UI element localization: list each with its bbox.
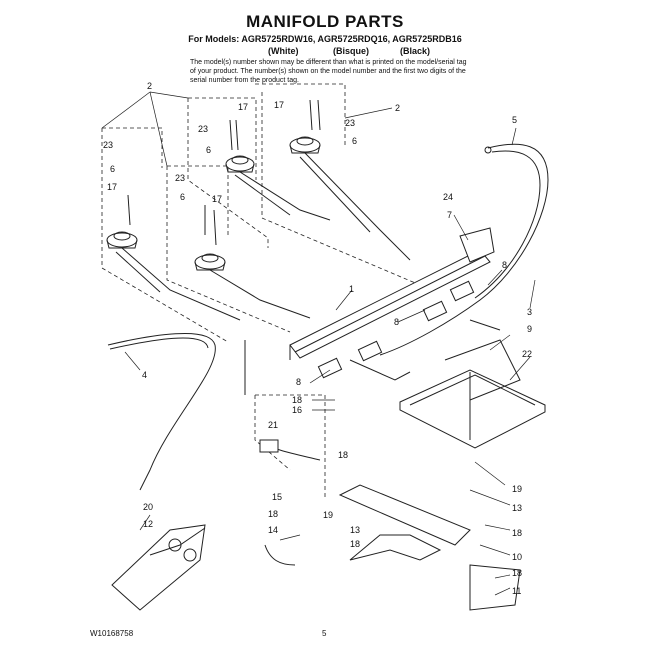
- callout: 18: [338, 450, 348, 460]
- box-front-center: [167, 165, 229, 236]
- callout: 5: [512, 115, 517, 125]
- callout: 1: [349, 284, 354, 294]
- callout: 23: [198, 124, 208, 134]
- callout: 18: [512, 528, 522, 538]
- callout: 19: [323, 510, 333, 520]
- callout: 6: [180, 192, 185, 202]
- callout: 17: [274, 100, 284, 110]
- model-variants: (White) (Bisque) (Black): [0, 46, 650, 58]
- burner-back-left: [225, 155, 331, 221]
- callout: 21: [268, 420, 278, 430]
- callout: 23: [345, 118, 355, 128]
- callout: 15: [272, 492, 282, 502]
- variant-black: (Black): [400, 46, 431, 56]
- burner-group-boxes: [101, 83, 421, 500]
- variant-white: (White): [268, 46, 299, 56]
- gas-line: [107, 332, 216, 491]
- callout: 2: [147, 81, 152, 91]
- callout: 9: [527, 324, 532, 334]
- callout: 13: [350, 525, 360, 535]
- callout: 23: [103, 140, 113, 150]
- page-title: MANIFOLD PARTS: [246, 12, 404, 31]
- burner-back-right: [289, 136, 411, 261]
- callout: 17: [107, 182, 117, 192]
- wire-harness: [379, 143, 549, 356]
- callout: 18: [350, 539, 360, 549]
- callout: 4: [142, 370, 147, 380]
- callout: 8: [394, 317, 399, 327]
- callout: 18: [268, 509, 278, 519]
- callout: 19: [512, 484, 522, 494]
- grate-support: [399, 339, 546, 449]
- callout: 22: [522, 349, 532, 359]
- callout-labels: 2 2 23 17 6 23 6 17 6 23 17 23 17 6 5 24…: [103, 81, 532, 596]
- callout: 3: [527, 307, 532, 317]
- box-back-right: [255, 83, 346, 148]
- callout: 2: [395, 103, 400, 113]
- callout: 8: [502, 260, 507, 270]
- callout: 17: [238, 102, 248, 112]
- leader-lines: [101, 91, 536, 596]
- page-number: 5: [322, 629, 327, 638]
- callout: 6: [110, 164, 115, 174]
- burner-front-left: [106, 231, 241, 321]
- models-line: For Models: AGR5725RDW16, AGR5725RDQ16, …: [188, 34, 462, 44]
- doc-number: W10168758: [90, 629, 134, 638]
- valves: [317, 280, 501, 381]
- callout: 8: [296, 377, 301, 387]
- callout: 18: [292, 395, 302, 405]
- model-note: The model(s) number shown may be differe…: [190, 59, 467, 84]
- variant-bisque: (Bisque): [333, 46, 369, 56]
- burner-front-center: [194, 253, 311, 319]
- box-front-left: [102, 127, 163, 168]
- callout: 6: [206, 145, 211, 155]
- manifold-pipe: [289, 227, 495, 360]
- callout: 6: [352, 136, 357, 146]
- callout: 14: [268, 525, 278, 535]
- callout: 16: [292, 405, 302, 415]
- callout: 12: [143, 519, 153, 529]
- callout: 11: [512, 586, 521, 596]
- box-valve-lower: [255, 394, 326, 500]
- callout: 18: [512, 568, 522, 578]
- callout: 7: [447, 210, 452, 220]
- callout: 23: [175, 173, 185, 183]
- callout: 17: [212, 194, 222, 204]
- regulator-assembly: [111, 340, 521, 611]
- burner-heads: [106, 99, 411, 321]
- box-back-left: [187, 98, 269, 248]
- callout: 24: [443, 192, 453, 202]
- callout: 10: [512, 552, 522, 562]
- callout: 20: [143, 502, 153, 512]
- callout: 13: [512, 503, 522, 513]
